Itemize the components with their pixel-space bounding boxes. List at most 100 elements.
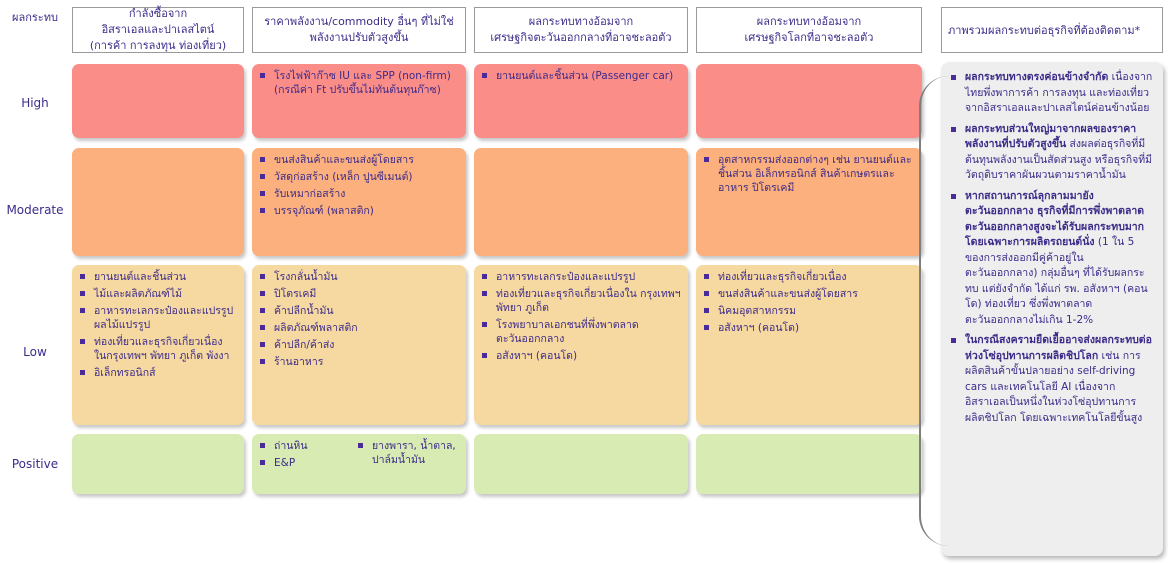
- header-col2: ราคาพลังงาน/commodity อื่นๆ ที่ไม่ใช่ พล…: [252, 7, 466, 53]
- item-text: อาหารทะเลกระป๋องและแปรรูป: [496, 271, 636, 283]
- bullet-icon: [704, 308, 709, 313]
- bullet-icon: [951, 338, 956, 343]
- summary-point: ผลกระทบทางตรงค่อนข้างจำกัด เนื่องจากไทยพ…: [951, 70, 1155, 117]
- summary-point-bold: ผลกระทบส่วนใหญ่มาจากผลของราคาพลังงานที่ป…: [965, 122, 1137, 151]
- header-col4: ผลกระทบทางอ้อมจาก เศรษฐกิจโลกที่อาจชะลอต…: [696, 7, 922, 53]
- header-col1-line3: (การค้า การลงทุน ท่องเที่ยว): [89, 39, 227, 52]
- item-text: ค้าปลีกน้ำมัน: [274, 305, 334, 317]
- list-item: ท่องเที่ยวและธุรกิจเกี่ยวเนื่อง ในกรุงเท…: [80, 335, 238, 363]
- bullet-icon: [704, 291, 709, 296]
- bullet-icon: [260, 73, 265, 78]
- item-text: ท่องเที่ยวและธุรกิจเกี่ยวเนื่อง ในกรุงเท…: [94, 336, 230, 362]
- bullet-icon: [482, 73, 487, 78]
- item-text: ยานยนต์และชิ้นส่วน: [94, 271, 187, 283]
- item-text: อสังหาฯ (คอนโด): [496, 350, 578, 362]
- list-item: ค้าปลีก/ค้าส่ง: [260, 338, 460, 352]
- item-text: ค้าปลีก/ค้าส่ง: [274, 339, 335, 351]
- item-text: วัสดุก่อสร้าง (เหล็ก ปูนซีเมนต์): [274, 171, 413, 183]
- list-item: รับเหมาก่อสร้าง: [260, 187, 460, 201]
- list-item: ยางพารา, น้ำตาล, ปาล์มน้ำมัน: [358, 439, 462, 467]
- item-text: ยานยนต์และชิ้นส่วน (Passenger car): [496, 70, 674, 82]
- item-text: รับเหมาก่อสร้าง: [274, 188, 346, 200]
- cell-positive-col1: [72, 434, 244, 494]
- cell-low-col3: อาหารทะเลกระป๋องและแปรรูป ท่องเที่ยวและธ…: [474, 265, 688, 425]
- list-item: โรงพยาบาลเอกชนที่พึ่งพาตลาด ตะวันออกกลาง: [482, 318, 682, 346]
- list-item: โรงกลั่นน้ำมัน: [260, 270, 460, 284]
- bullet-icon: [260, 460, 265, 465]
- header-col2-line1: ราคาพลังงาน/commodity อื่นๆ ที่ไม่ใช่: [264, 15, 454, 28]
- bullet-icon: [704, 274, 709, 279]
- bullet-icon: [80, 291, 85, 296]
- cell-high-col2: โรงไฟฟ้าก๊าซ IU และ SPP (non-firm) (กรณี…: [252, 64, 466, 138]
- bullet-icon: [260, 174, 265, 179]
- list-item: อสังหาฯ (คอนโด): [704, 321, 916, 335]
- bullet-icon: [260, 191, 265, 196]
- summary-point-text: ส่งผลต่อธุรกิจที่มีต้นทุนพลังงานเป็นสัดส…: [965, 138, 1153, 181]
- row-label-low: Low: [23, 345, 47, 359]
- list-item: ไม้และผลิตภัณฑ์ไม้: [80, 287, 238, 301]
- summary-point: ในกรณีสงครามยืดเยื้ออาจส่งผลกระทบต่อห่วง…: [951, 333, 1155, 426]
- item-text: ปิโตรเคมี: [274, 288, 317, 300]
- cell-positive-col3: [474, 434, 688, 494]
- list-item: โรงไฟฟ้าก๊าซ IU และ SPP (non-firm) (กรณี…: [260, 69, 460, 97]
- list-item: อุตสาหกรรมส่งออกต่างๆ เช่น ยานยนต์และชิ้…: [704, 153, 916, 195]
- item-text: ขนส่งสินค้าและขนส่งผู้โดยสาร: [274, 154, 414, 166]
- bullet-icon: [260, 291, 265, 296]
- header-col4-line1: ผลกระทบทางอ้อมจาก: [756, 15, 862, 28]
- summary-point-bold: ผลกระทบทางตรงค่อนข้างจำกัด: [965, 71, 1109, 83]
- item-text: ไม้และผลิตภัณฑ์ไม้: [94, 288, 183, 300]
- cell-moderate-col3: [474, 148, 688, 256]
- item-text: บรรจุภัณฑ์ (พลาสติก): [274, 205, 374, 217]
- item-text: อาหารทะเลกระป๋องและแปรรูป ผลไม้แปรรูป: [94, 305, 234, 331]
- cell-high-col3: ยานยนต์และชิ้นส่วน (Passenger car): [474, 64, 688, 138]
- summary-point-bold: ในกรณีสงครามยืดเยื้ออาจส่งผลกระทบต่อห่วง…: [965, 334, 1152, 362]
- cell-low-col1: ยานยนต์และชิ้นส่วน ไม้และผลิตภัณฑ์ไม้ อา…: [72, 265, 244, 425]
- item-text: ร้านอาหาร: [274, 356, 324, 368]
- bullet-icon: [704, 325, 709, 330]
- item-text: อุตสาหกรรมส่งออกต่างๆ เช่น ยานยนต์และชิ้…: [718, 154, 912, 194]
- list-item: E&P: [260, 456, 350, 470]
- list-item: อาหารทะเลกระป๋องและแปรรูป ผลไม้แปรรูป: [80, 304, 238, 332]
- bullet-icon: [951, 75, 956, 80]
- item-text: ท่องเที่ยวและธุรกิจเกี่ยวเนื่อง: [718, 271, 847, 283]
- item-text: ยางพารา, น้ำตาล, ปาล์มน้ำมัน: [372, 440, 456, 466]
- bullet-icon: [951, 126, 956, 132]
- header-col4-line2: เศรษฐกิจโลกที่อาจชะลอตัว: [744, 31, 874, 44]
- list-item: อสังหาฯ (คอนโด): [482, 349, 682, 363]
- bullet-icon: [80, 339, 85, 344]
- header-col1: กำลังซื้อจาก อิสราเอลและปาเลสไตน์ (การค้…: [72, 7, 244, 53]
- bullet-icon: [260, 342, 265, 347]
- list-item: ค้าปลีกน้ำมัน: [260, 304, 460, 318]
- cell-positive-col2: ถ่านหิน E&P ยางพารา, น้ำตาล, ปาล์มน้ำมัน: [252, 434, 466, 494]
- bullet-icon: [951, 193, 956, 199]
- item-text: โรงกลั่นน้ำมัน: [274, 271, 338, 283]
- bullet-icon: [80, 370, 85, 375]
- bullet-icon: [260, 157, 265, 162]
- header-col3-line1: ผลกระทบทางอ้อมจาก: [528, 15, 634, 28]
- item-text: อสังหาฯ (คอนโด): [718, 322, 800, 334]
- item-text: โรงไฟฟ้าก๊าซ IU และ SPP (non-firm) (กรณี…: [274, 70, 451, 96]
- list-item: ท่องเที่ยวและธุรกิจเกี่ยวเนื่องใน กรุงเท…: [482, 287, 682, 315]
- bullet-icon: [260, 325, 265, 330]
- list-item: ยานยนต์และชิ้นส่วน (Passenger car): [482, 69, 682, 83]
- bullet-icon: [704, 157, 709, 162]
- impact-header: ผลกระทบ: [12, 11, 58, 24]
- bullet-icon: [260, 208, 265, 213]
- list-item: อิเล็กทรอนิกส์: [80, 366, 238, 380]
- list-item: ปิโตรเคมี: [260, 287, 460, 301]
- summary-header: ภาพรวมผลกระทบต่อธุรกิจที่ต้องติดตาม*: [941, 7, 1163, 53]
- item-text: ขนส่งสินค้าและขนส่งผู้โดยสาร: [718, 288, 858, 300]
- list-item: ขนส่งสินค้าและขนส่งผู้โดยสาร: [704, 287, 916, 301]
- list-item: อาหารทะเลกระป๋องและแปรรูป: [482, 270, 682, 284]
- summary-point: ผลกระทบส่วนใหญ่มาจากผลของราคาพลังงานที่ป…: [951, 122, 1155, 184]
- bullet-icon: [260, 274, 265, 279]
- bullet-icon: [80, 308, 85, 313]
- bullet-icon: [260, 308, 265, 313]
- header-col1-line1: กำลังซื้อจาก: [128, 7, 188, 20]
- list-item: ยานยนต์และชิ้นส่วน: [80, 270, 238, 284]
- bullet-icon: [358, 443, 363, 448]
- header-col3: ผลกระทบทางอ้อมจาก เศรษฐกิจตะวันออกกลางที…: [474, 7, 688, 53]
- list-item: วัสดุก่อสร้าง (เหล็ก ปูนซีเมนต์): [260, 170, 460, 184]
- row-label-high: High: [21, 96, 49, 110]
- bullet-icon: [482, 322, 487, 327]
